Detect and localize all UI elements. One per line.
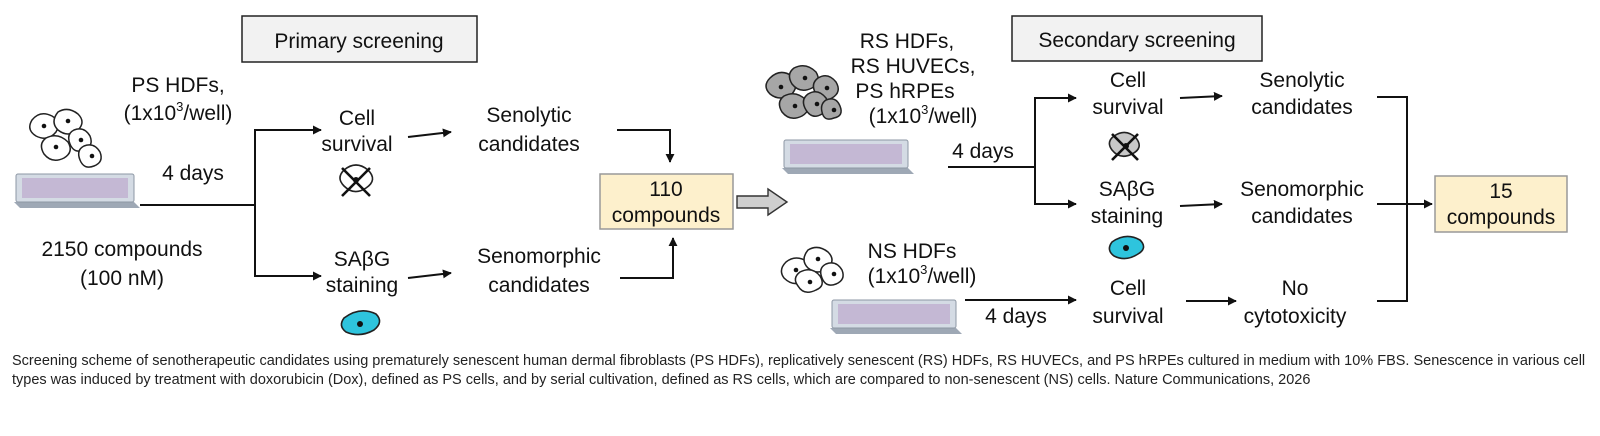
ps-hdfs-label: PS HDFs, bbox=[131, 74, 224, 97]
secondary-result-count: 15 bbox=[1489, 180, 1512, 203]
secondary-header: Secondary screening bbox=[1038, 29, 1235, 52]
secondary-converge-arrows bbox=[1377, 96, 1433, 302]
secondary-days-top: 4 days bbox=[952, 140, 1014, 163]
ns-hdfs-label: NS HDFs bbox=[868, 240, 957, 263]
secondary-result-box bbox=[1434, 175, 1568, 233]
rs-density-label: (1x103/well) bbox=[869, 102, 978, 128]
secondary-screening-panel: Secondary screening RS HDFs, RS HUVECs, … bbox=[765, 15, 1568, 334]
primary-cell-survival-label-1: Cell bbox=[339, 107, 375, 130]
primary-cell-survival-label-2: survival bbox=[321, 133, 392, 156]
secondary-branch-arrows bbox=[948, 93, 1077, 209]
secondary-senolytic-label-1: Senolytic bbox=[1259, 69, 1344, 92]
no-cytotoxicity-label-1: No bbox=[1282, 277, 1309, 300]
rs-hdfs-label: RS HDFs, bbox=[860, 30, 955, 53]
no-cytotoxicity-label-2: cytotoxicity bbox=[1244, 305, 1347, 328]
screening-diagram: Primary screening PS HDFs, (1x103/well) … bbox=[14, 15, 1568, 336]
ns-cell-survival-label-1: Cell bbox=[1110, 277, 1146, 300]
secondary-survival-to-senolytic-arrow bbox=[1179, 91, 1223, 101]
primary-screening-panel: Primary screening PS HDFs, (1x103/well) … bbox=[14, 15, 734, 336]
secondary-stain-label-2: staining bbox=[1091, 205, 1163, 228]
secondary-cell-survival-label-1: Cell bbox=[1110, 69, 1146, 92]
primary-result-count: 110 bbox=[649, 178, 682, 201]
ps-hdfs-density: (1x103/well) bbox=[124, 99, 233, 125]
primary-senomorphic-label-2: candidates bbox=[488, 274, 590, 297]
primary-header-box bbox=[241, 15, 478, 63]
dead-cell-icon bbox=[339, 164, 374, 197]
primary-branch-arrows bbox=[140, 125, 322, 281]
primary-result-unit: compounds bbox=[612, 204, 721, 227]
primary-survival-to-senolytic-arrow bbox=[407, 128, 452, 138]
secondary-senomorphic-label-2: candidates bbox=[1251, 205, 1353, 228]
secondary-stain-label-1: SAβG bbox=[1099, 178, 1155, 201]
compound-dose-label: (100 nM) bbox=[80, 267, 164, 290]
secondary-result-unit: compounds bbox=[1447, 206, 1556, 229]
rs-huvecs-label: RS HUVECs, bbox=[851, 55, 976, 78]
secondary-stain-to-senomorphic-arrow bbox=[1179, 199, 1223, 209]
primary-senolytic-label-1: Senolytic bbox=[486, 104, 571, 127]
rs-cells-icon bbox=[765, 65, 842, 120]
primary-senomorphic-label-1: Senomorphic bbox=[477, 245, 601, 268]
secondary-header-box bbox=[1011, 15, 1263, 62]
secondary-senolytic-label-2: candidates bbox=[1251, 96, 1353, 119]
primary-days-label: 4 days bbox=[162, 162, 224, 185]
ns-density-label: (1x103/well) bbox=[868, 262, 977, 288]
primary-stain-to-senomorphic-arrow bbox=[407, 269, 452, 279]
compound-count-label: 2150 compounds bbox=[41, 238, 202, 261]
rs-well-plate-icon bbox=[782, 139, 914, 174]
primary-well-plate-icon bbox=[14, 173, 140, 208]
primary-converge-arrows bbox=[617, 129, 678, 279]
primary-senolytic-label-2: candidates bbox=[478, 133, 580, 156]
primary-stain-label-1: SAβG bbox=[334, 248, 390, 271]
ps-hrpes-label: PS hRPEs bbox=[855, 80, 954, 103]
secondary-dead-cell-icon bbox=[1108, 131, 1140, 161]
ns-well-plate-icon bbox=[830, 299, 962, 334]
secondary-cell-survival-label-2: survival bbox=[1092, 96, 1163, 119]
secondary-stained-cell-icon bbox=[1108, 235, 1145, 260]
primary-result-box bbox=[599, 173, 734, 230]
secondary-senomorphic-label-1: Senomorphic bbox=[1240, 178, 1364, 201]
ns-hdf-cells-icon bbox=[780, 246, 844, 293]
primary-header: Primary screening bbox=[274, 30, 443, 53]
primary-stain-label-2: staining bbox=[326, 274, 398, 297]
ns-cell-survival-label-2: survival bbox=[1092, 305, 1163, 328]
figure-caption: Screening scheme of senotherapeutic cand… bbox=[12, 353, 1586, 388]
secondary-days-bottom: 4 days bbox=[985, 305, 1047, 328]
primary-to-secondary-block-arrow bbox=[736, 187, 789, 217]
ps-hdf-cells-icon bbox=[29, 108, 102, 168]
stained-cell-icon bbox=[340, 310, 381, 336]
